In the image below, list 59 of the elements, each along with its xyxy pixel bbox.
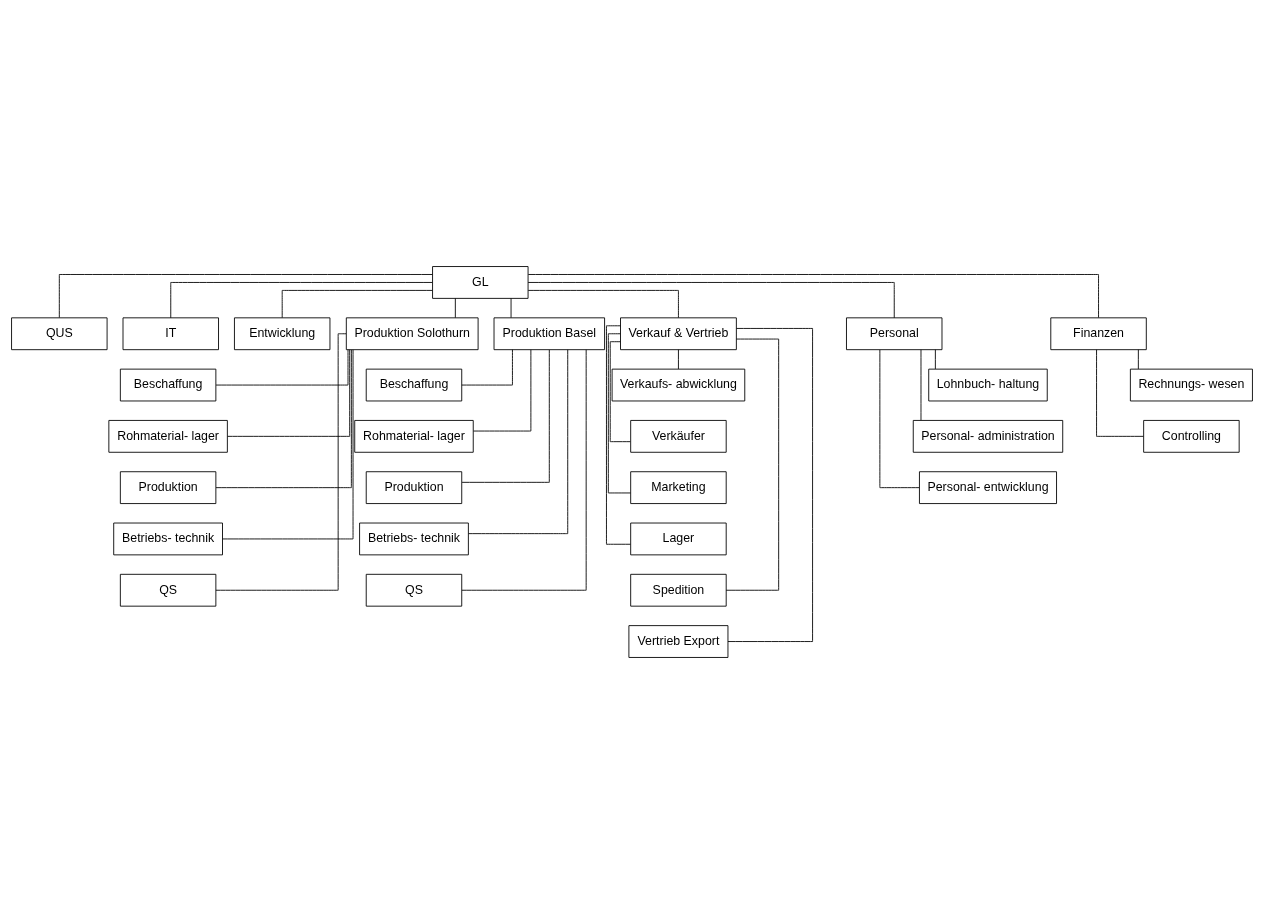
connector [1096,348,1144,437]
node-box: Marketing [630,470,727,504]
connector [678,348,679,369]
connector [1137,348,1139,369]
connector [461,348,513,385]
node-box: Rohmaterial- lager [108,419,228,453]
connector [58,273,433,318]
connector [727,327,814,642]
connector [461,348,587,591]
node-box: QS [119,573,217,607]
node-box: Produktion Basel [493,316,606,350]
node-box: Beschaffung [365,368,463,401]
connector [510,297,512,318]
connector [607,332,631,493]
connector [454,297,456,318]
connector [468,348,569,534]
connector [215,349,352,488]
node-box: Vertrieb Export [628,624,729,658]
connector [725,338,780,591]
connector [527,273,1099,318]
connector [606,324,631,545]
connector [222,348,354,539]
connector [879,349,920,488]
connector [920,348,922,421]
node-box: QUS [11,316,108,350]
connector [215,332,347,591]
node-box: Controlling [1143,419,1240,453]
node-box: GL [432,265,529,299]
node-box: Beschaffung [119,368,217,401]
node-box: Personal [846,316,943,350]
node-box: Verkaufs- abwicklung [611,368,746,401]
connector [227,348,351,437]
connector [281,289,433,318]
node-box: Entwicklung [234,316,331,350]
node-box: Personal- entwicklung [919,470,1057,504]
node-box: Rechnungs- wesen [1129,368,1253,401]
node-box: Verkäufer [630,419,727,453]
node-box: Produktion [365,470,463,504]
node-box: Produktion [119,470,217,504]
node-box: Finanzen [1050,316,1147,350]
node-box: Produktion Solothurn [345,316,479,350]
connector [473,348,532,431]
node-box: Betriebs- technik [113,522,223,555]
node-box: QS [365,573,463,607]
node-box: Verkauf & Vertrieb [620,316,737,350]
connector [170,281,433,318]
node-box: Lohnbuch- haltung [928,368,1048,401]
connector [609,340,631,442]
connector [934,348,936,369]
node-box: Rohmaterial- lager [354,419,474,453]
node-box: Betriebs- technik [359,522,469,555]
node-box: Spedition [630,573,727,607]
node-box: IT [122,316,219,350]
connector [527,281,895,318]
node-box: Lager [630,522,727,555]
connector [527,289,679,318]
node-box: Personal- administration [912,419,1064,453]
connector [215,348,349,385]
connector [461,349,550,483]
